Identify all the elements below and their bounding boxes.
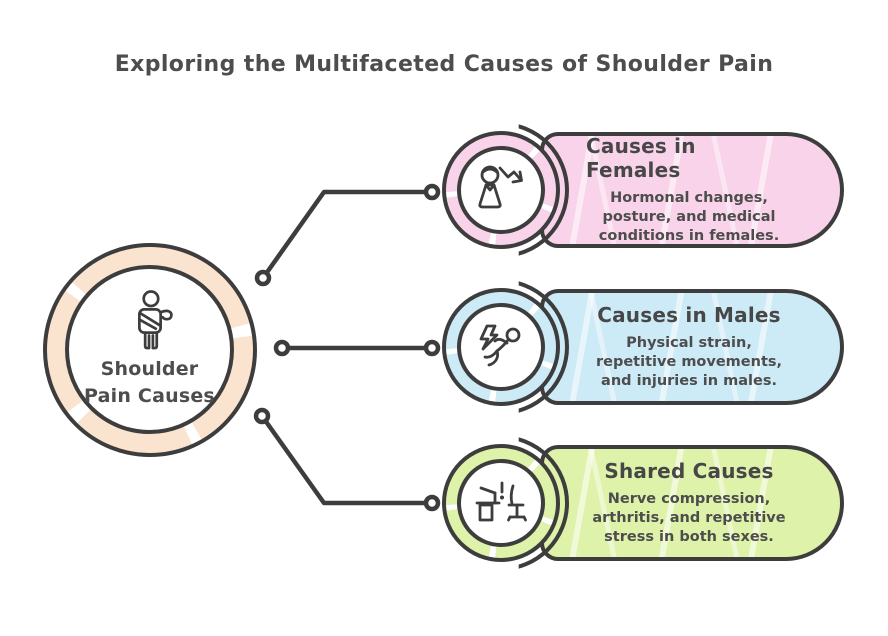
- central-node-label: Shoulder Pain Causes: [84, 356, 215, 409]
- connector-dot: [254, 269, 272, 287]
- central-label-line2: Pain Causes: [84, 384, 215, 407]
- card-pill-females[interactable]: Causes in Females Hormonal changes, post…: [540, 132, 844, 248]
- connector-dot: [423, 494, 441, 512]
- card-badge-males[interactable]: [442, 288, 560, 406]
- desk-chair-posture-icon: [475, 481, 527, 522]
- card-pill-shared[interactable]: Shared Causes Nerve compression, arthrit…: [540, 445, 844, 561]
- card-badge-shared[interactable]: [442, 444, 560, 562]
- card-title: Causes in Females: [586, 133, 696, 182]
- connector-bottom: [259, 413, 435, 506]
- card-description: Physical strain, repetitive movements, a…: [595, 334, 783, 390]
- woman-trend-down-icon: [478, 165, 523, 209]
- person-arm-sling-icon: [137, 290, 173, 350]
- connector-dot: [423, 183, 441, 201]
- card-badge-females[interactable]: [442, 131, 560, 249]
- central-node[interactable]: Shoulder Pain Causes: [43, 243, 257, 457]
- connector-top: [260, 189, 435, 281]
- badge-inner-circle: [457, 459, 545, 547]
- badge-inner-circle: [457, 146, 545, 234]
- card-title: Shared Causes: [604, 458, 774, 483]
- connector-dot: [423, 339, 441, 357]
- central-node-inner: Shoulder Pain Causes: [65, 265, 234, 434]
- central-label-line1: Shoulder: [100, 357, 199, 380]
- badge-inner-circle: [457, 303, 545, 391]
- person-slipping-lightning-icon: [479, 324, 521, 367]
- connector-dot: [273, 339, 291, 357]
- card-description: Hormonal changes, posture, and medical c…: [598, 189, 780, 245]
- page-title: Exploring the Multifaceted Causes of Sho…: [114, 52, 774, 77]
- card-title: Causes in Males: [597, 302, 781, 327]
- connector-dot: [253, 407, 271, 425]
- card-description: Nerve compression, arthritis, and repeti…: [592, 490, 786, 546]
- card-pill-males[interactable]: Causes in Males Physical strain, repetit…: [540, 289, 844, 405]
